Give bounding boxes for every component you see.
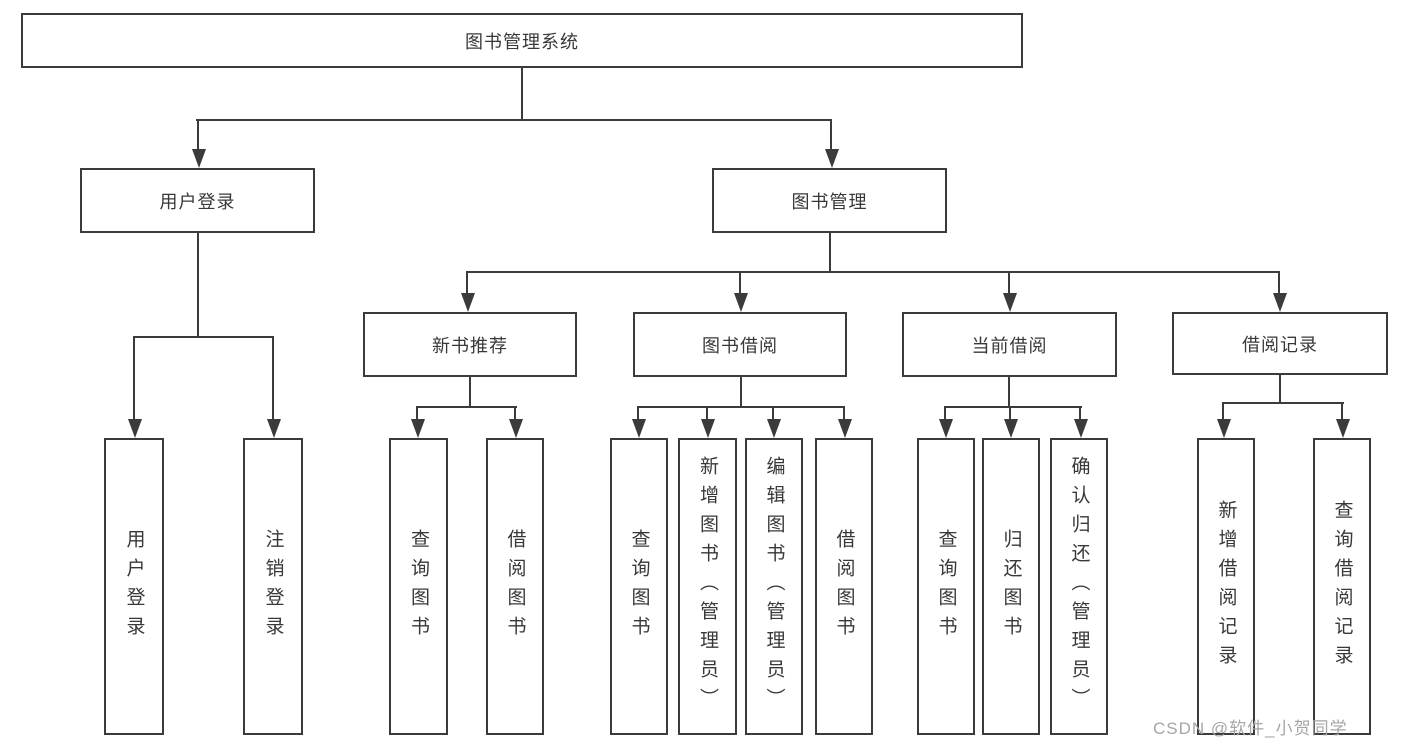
connector-arm-new-book: [466, 271, 468, 294]
connector-cb-bar: [944, 406, 1082, 408]
arrowhead-bb-borrow: [838, 419, 852, 438]
connector-newrec-bar: [416, 406, 517, 408]
connector-newrec-arm-2: [514, 406, 516, 420]
arrowhead-borrow-record: [1273, 293, 1287, 312]
leaf-record-add-record: 新增借阅记录: [1197, 438, 1255, 735]
connector-br-arm-2: [1341, 402, 1343, 420]
connector-bb-arm-3: [772, 406, 774, 420]
arrowhead-book-borrow: [734, 293, 748, 312]
arrowhead-bb-edit: [767, 419, 781, 438]
arrowhead-cb-return: [1004, 419, 1018, 438]
connector-cb-arm-1: [944, 406, 946, 420]
arrowhead-new-book-recommend: [461, 293, 475, 312]
node-current-borrow: 当前借阅: [902, 312, 1117, 377]
connector-cb-arm-3: [1079, 406, 1081, 420]
connector-root-arm-left: [197, 119, 199, 150]
csdn-watermark: CSDN @软件_小贺同学: [1153, 719, 1348, 738]
arrowhead-user-login: [192, 149, 206, 168]
connector-arm-borrow-record: [1278, 271, 1280, 294]
arrowhead-leaf-user-login: [128, 419, 142, 438]
connector-br-stem: [1279, 375, 1281, 403]
connector-newrec-arm-1: [416, 406, 418, 420]
node-book-management: 图书管理: [712, 168, 947, 233]
leaf-logout: 注销登录: [243, 438, 303, 735]
connector-bb-bar: [637, 406, 845, 408]
connector-bb-arm-4: [843, 406, 845, 420]
leaf-borrow-borrow-books: 借阅图书: [815, 438, 873, 735]
arrowhead-bb-add: [701, 419, 715, 438]
leaf-newrec-borrow-books: 借阅图书: [486, 438, 544, 735]
connector-root-arm-right: [830, 119, 832, 150]
leaf-current-return-books: 归还图书: [982, 438, 1040, 735]
connector-bb-stem: [740, 377, 742, 407]
arrowhead-leaf-logout: [267, 419, 281, 438]
leaf-record-query-record: 查询借阅记录: [1313, 438, 1371, 735]
arrowhead-book-management: [825, 149, 839, 168]
connector-arm-current-borrow: [1008, 271, 1010, 294]
connector-bb-arm-1: [637, 406, 639, 420]
arrowhead-cb-query: [939, 419, 953, 438]
leaf-borrow-add-books-admin: 新增图书（管理员）: [678, 438, 737, 735]
leaf-user-login: 用户登录: [104, 438, 164, 735]
node-root: 图书管理系统: [21, 13, 1023, 68]
arrowhead-current-borrow: [1003, 293, 1017, 312]
arrowhead-br-query: [1336, 419, 1350, 438]
connector-book-mgmt-stem: [829, 233, 831, 271]
node-user-login: 用户登录: [80, 168, 315, 233]
connector-root-stem: [521, 68, 523, 119]
connector-root-bar: [196, 119, 832, 121]
connector-cb-stem: [1008, 377, 1010, 407]
connector-user-login-stem: [197, 233, 199, 338]
leaf-borrow-query-books: 查询图书: [610, 438, 668, 735]
connector-user-login-arm-right: [272, 336, 274, 420]
connector-newrec-stem: [469, 377, 471, 407]
arrowhead-br-add: [1217, 419, 1231, 438]
leaf-newrec-query-books: 查询图书: [389, 438, 448, 735]
connector-bb-arm-2: [706, 406, 708, 420]
connector-user-login-bar: [133, 336, 274, 338]
arrowhead-newrec-borrow: [509, 419, 523, 438]
node-new-book-recommend: 新书推荐: [363, 312, 577, 377]
leaf-current-query-books: 查询图书: [917, 438, 975, 735]
arrowhead-newrec-query: [411, 419, 425, 438]
connector-book-mgmt-bar: [466, 271, 1280, 273]
connector-user-login-arm-left: [133, 336, 135, 420]
connector-arm-book-borrow: [739, 271, 741, 294]
leaf-borrow-edit-books-admin: 编辑图书（管理员）: [745, 438, 803, 735]
connector-cb-arm-2: [1009, 406, 1011, 420]
leaf-current-confirm-return-admin: 确认归还（管理员）: [1050, 438, 1108, 735]
node-borrow-record: 借阅记录: [1172, 312, 1388, 375]
arrowhead-bb-query: [632, 419, 646, 438]
arrowhead-cb-confirm: [1074, 419, 1088, 438]
connector-br-bar: [1222, 402, 1344, 404]
connector-br-arm-1: [1222, 402, 1224, 420]
node-book-borrow: 图书借阅: [633, 312, 847, 377]
